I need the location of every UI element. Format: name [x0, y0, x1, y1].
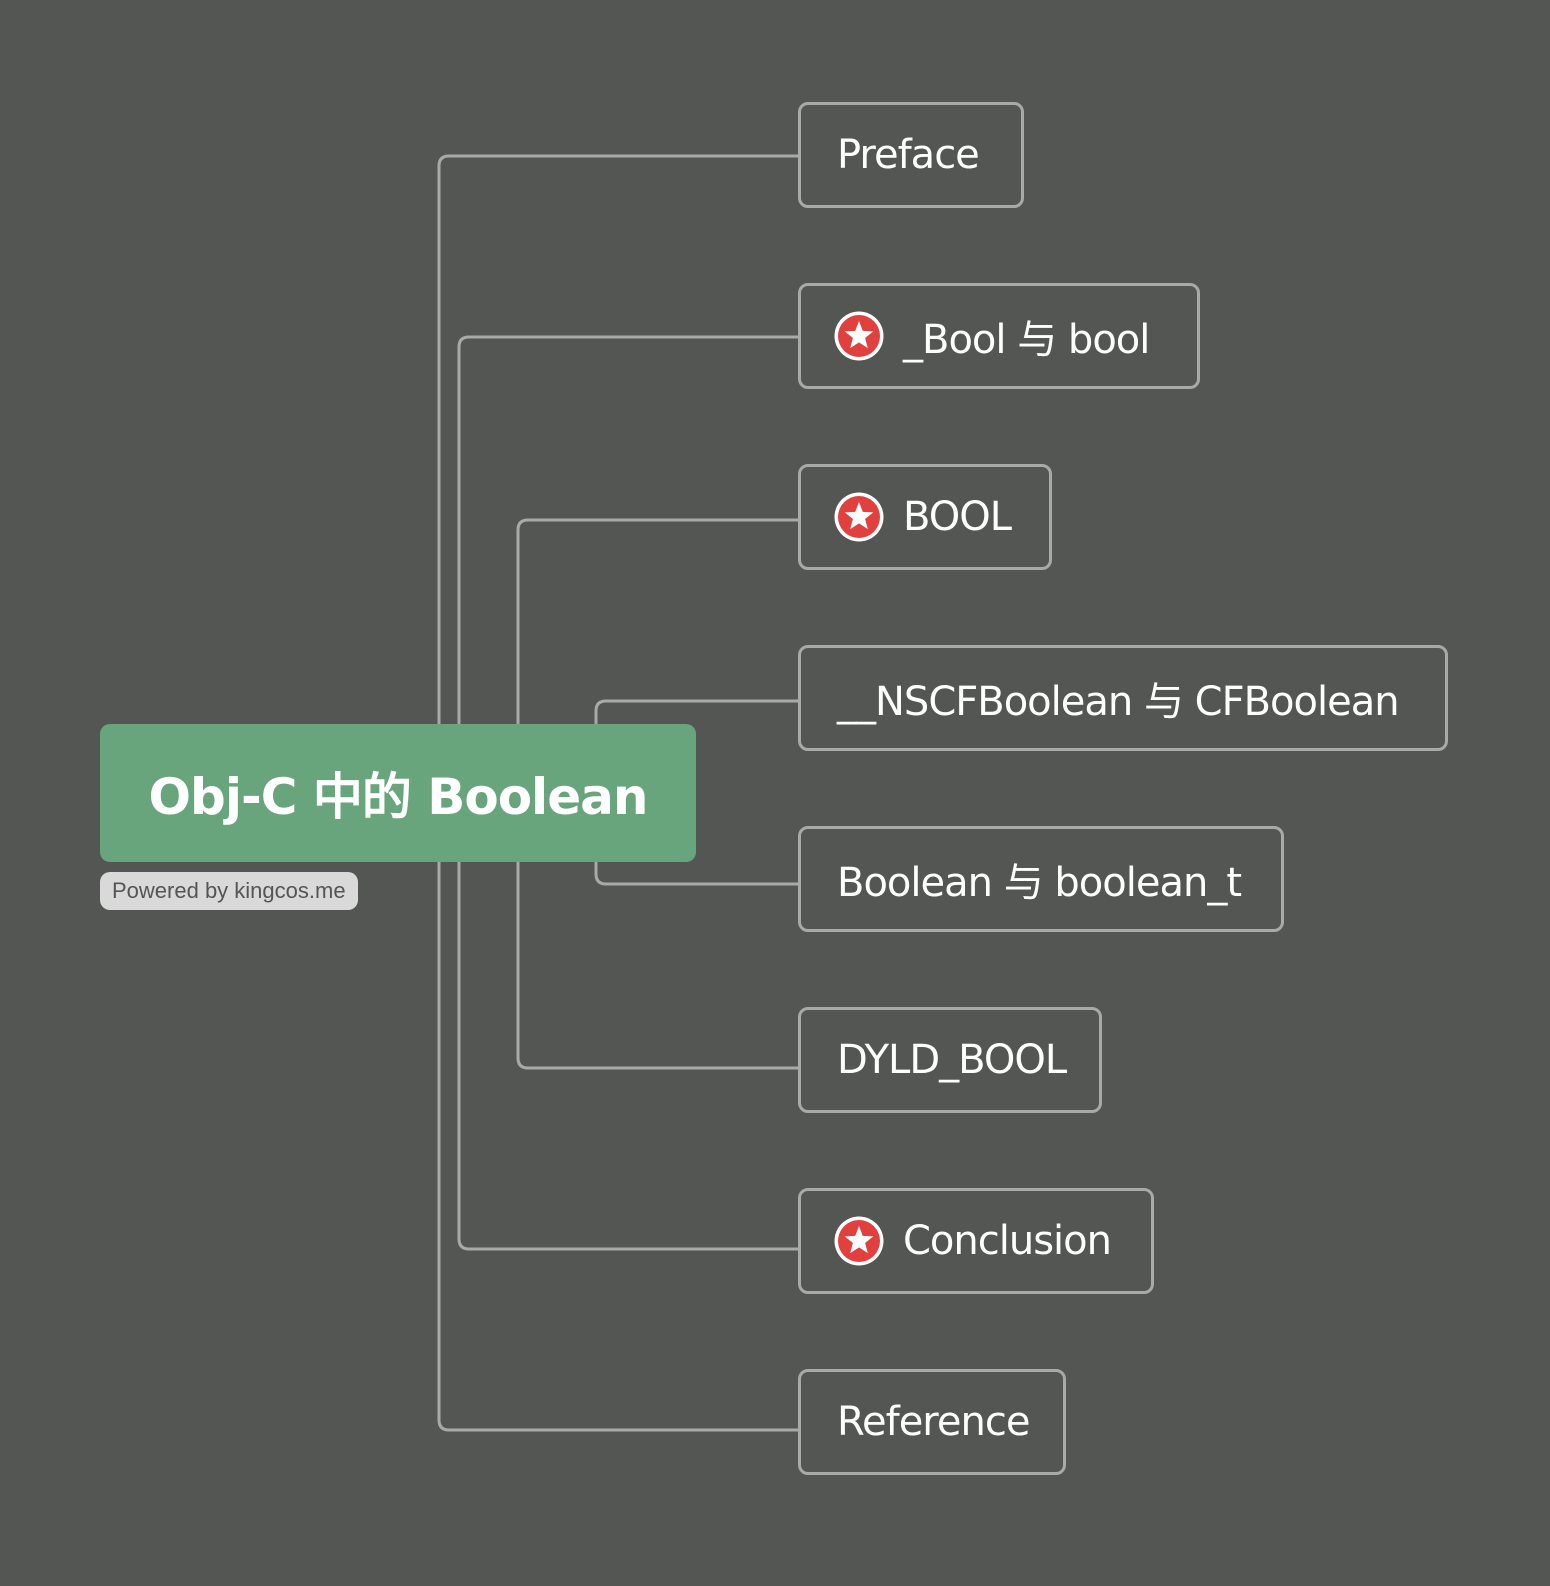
topic-label: Boolean 与 boolean_t	[837, 860, 1242, 906]
star-icon	[834, 311, 884, 361]
topic-dyld-bool[interactable]: DYLD_BOOL	[798, 1007, 1102, 1113]
topic-label: _Bool 与 bool	[903, 317, 1150, 363]
topic-label: __NSCFBoolean 与 CFBoolean	[837, 679, 1400, 725]
star-icon	[834, 492, 884, 542]
topic-bool[interactable]: _Bool 与 bool	[798, 283, 1200, 389]
topic-nscfboolean[interactable]: __NSCFBoolean 与 CFBoolean	[798, 645, 1448, 751]
powered-by-label: Powered by kingcos.me	[112, 878, 346, 903]
topic-reference[interactable]: Reference	[798, 1369, 1066, 1475]
connector-reference	[437, 862, 798, 1432]
connector-nscf	[594, 699, 798, 724]
star-icon	[834, 1216, 884, 1266]
connector-bool	[457, 335, 798, 724]
connector-dyld	[516, 862, 798, 1070]
powered-by-badge: Powered by kingcos.me	[100, 872, 358, 910]
connector-preface	[437, 154, 798, 724]
central-topic-label: Obj-C 中的 Boolean	[148, 768, 649, 826]
topic-label: Conclusion	[903, 1218, 1112, 1264]
connector-conclusion	[457, 862, 798, 1251]
connector-boolean	[594, 862, 798, 886]
topic-label: BOOL	[903, 494, 1012, 540]
topic-conclusion[interactable]: Conclusion	[798, 1188, 1154, 1294]
topic-label: DYLD_BOOL	[837, 1037, 1067, 1083]
topic-label: Preface	[837, 132, 980, 178]
topic-BOOL[interactable]: BOOL	[798, 464, 1052, 570]
connector-BOOL	[516, 518, 798, 724]
topic-preface[interactable]: Preface	[798, 102, 1024, 208]
topic-label: Reference	[837, 1399, 1030, 1445]
topic-boolean[interactable]: Boolean 与 boolean_t	[798, 826, 1284, 932]
central-topic[interactable]: Obj-C 中的 Boolean	[100, 724, 696, 862]
